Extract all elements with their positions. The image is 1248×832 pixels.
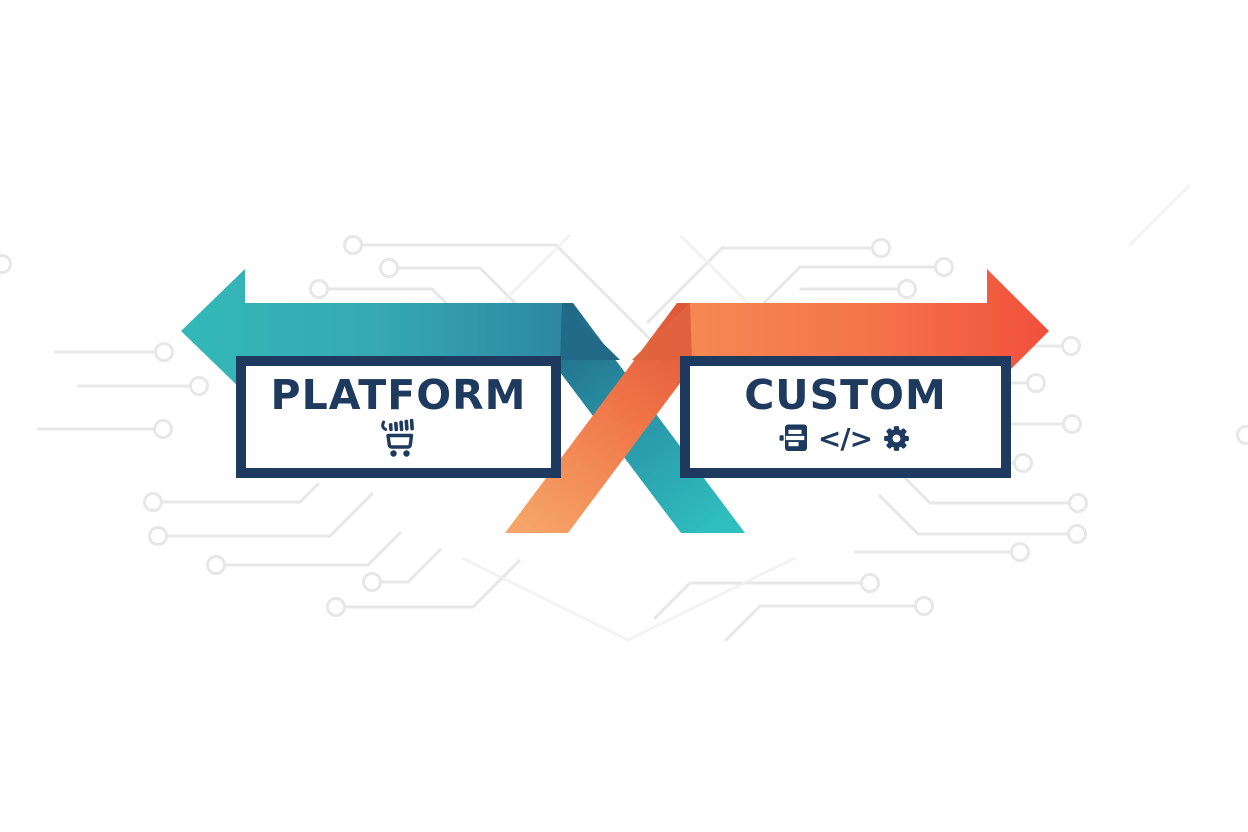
circuit-node	[379, 258, 399, 278]
teal-fold-shadow	[560, 303, 620, 360]
circuit-trace	[360, 243, 652, 341]
circuit-trace	[326, 287, 448, 305]
orange-fold-shadow	[632, 303, 692, 360]
circuit-node	[1236, 425, 1248, 445]
circuit-node	[309, 279, 329, 299]
circuit-node	[934, 257, 954, 277]
circuit-trace	[646, 246, 874, 324]
custom-label: CUSTOM	[744, 371, 947, 419]
circuit-node	[154, 342, 174, 362]
circuit-node	[189, 376, 209, 396]
circuit-node	[1013, 453, 1033, 473]
platform-icon-row	[376, 418, 422, 459]
circuit-node	[1067, 524, 1087, 544]
circuit-node	[1026, 373, 1046, 393]
custom-icon-row: </>	[779, 421, 912, 459]
circuit-trace	[762, 265, 937, 305]
circuit-node	[897, 279, 917, 299]
code-icon: </>	[817, 422, 873, 455]
circuit-trace	[903, 476, 1071, 505]
gear-icon	[881, 423, 912, 458]
circuit-node	[206, 555, 226, 575]
faint-line	[461, 556, 796, 642]
circuit-node	[1010, 542, 1030, 562]
server-list-icon	[779, 423, 809, 457]
teal-arrow-left	[181, 269, 620, 393]
circuit-node	[0, 254, 12, 274]
shopping-cart-icon	[376, 417, 422, 463]
circuit-trace	[396, 266, 517, 305]
faint-line	[498, 233, 572, 307]
platform-box: PLATFORM	[236, 356, 561, 478]
circuit-trace	[160, 482, 320, 504]
circuit-trace	[878, 494, 1070, 536]
circuit-trace	[343, 559, 521, 609]
circuit-trace	[653, 581, 863, 620]
circuit-trace	[223, 531, 402, 567]
circuit-node	[1068, 493, 1088, 513]
circuit-node	[860, 573, 880, 593]
faint-lines	[461, 183, 1192, 642]
circuit-node	[914, 596, 934, 616]
circuit-node	[148, 526, 168, 546]
circuit-trace	[165, 492, 374, 538]
circuit-node	[1061, 336, 1081, 356]
circuit-node	[871, 238, 891, 258]
circuit-node	[362, 572, 382, 592]
circuit-node	[326, 597, 346, 617]
circuit-node	[143, 492, 163, 512]
circuit-trace	[724, 604, 917, 642]
faint-line	[678, 233, 752, 307]
orange-arrow-right	[632, 269, 1049, 393]
circuit-node	[343, 235, 363, 255]
circuit-trace	[379, 548, 442, 584]
circuit-node	[153, 419, 173, 439]
platform-label: PLATFORM	[270, 371, 527, 419]
circuit-pattern	[0, 235, 1248, 642]
circuit-node	[1062, 414, 1082, 434]
custom-box: CUSTOM </>	[680, 356, 1011, 478]
faint-line	[1128, 183, 1192, 247]
